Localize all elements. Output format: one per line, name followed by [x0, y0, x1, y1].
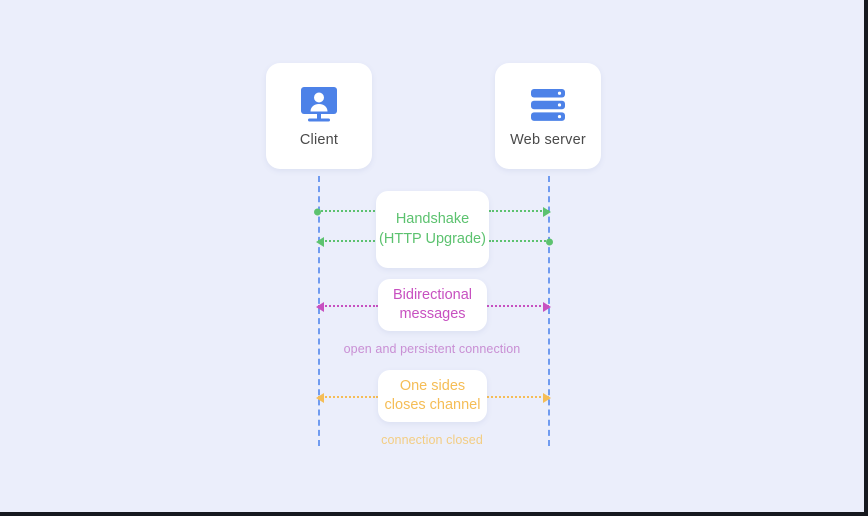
connector-arrowhead-end: [543, 393, 551, 403]
connector-handshake-request-right: [489, 207, 551, 217]
connector-handshake-request-left: [314, 208, 378, 216]
connector-bidirectional-right: [487, 302, 551, 312]
message-line: One sides: [399, 377, 466, 394]
message-box-close[interactable]: One sides closes channel: [378, 370, 487, 422]
message-line: closes channel: [384, 397, 481, 413]
server-stack-icon: [525, 85, 571, 125]
connector-close-right: [487, 393, 551, 403]
message-line: Handshake: [395, 211, 470, 228]
node-web-server[interactable]: Web server: [495, 63, 601, 169]
connector-arrowhead-end: [543, 302, 551, 312]
message-line: (HTTP Upgrade): [379, 230, 486, 247]
connector-close-left: [316, 393, 378, 403]
connector-arrowhead-end: [316, 302, 324, 312]
message-line: Bidirectional: [393, 286, 472, 303]
connector-handshake-response-right: [489, 238, 553, 246]
message-box-handshake[interactable]: Handshake (HTTP Upgrade): [376, 191, 489, 268]
connector-arrowhead-end: [316, 393, 324, 403]
node-client-label: Client: [299, 131, 339, 148]
message-line: messages: [399, 306, 466, 322]
monitor-user-icon: [296, 85, 342, 125]
caption-connection-closed: connection closed: [381, 433, 483, 447]
connector-bidirectional-left: [316, 302, 378, 312]
connector-arrowhead-end: [316, 237, 324, 247]
connector-arrowhead-end: [543, 207, 551, 217]
caption-open-persistent-connection: open and persistent connection: [343, 342, 521, 356]
connector-dot-start: [314, 208, 321, 216]
connector-dot-start: [546, 238, 553, 246]
connector-handshake-response-left: [316, 237, 378, 247]
message-box-bidirectional[interactable]: Bidirectional messages: [378, 279, 487, 331]
node-client[interactable]: Client: [266, 63, 372, 169]
node-web-server-label: Web server: [510, 131, 586, 148]
